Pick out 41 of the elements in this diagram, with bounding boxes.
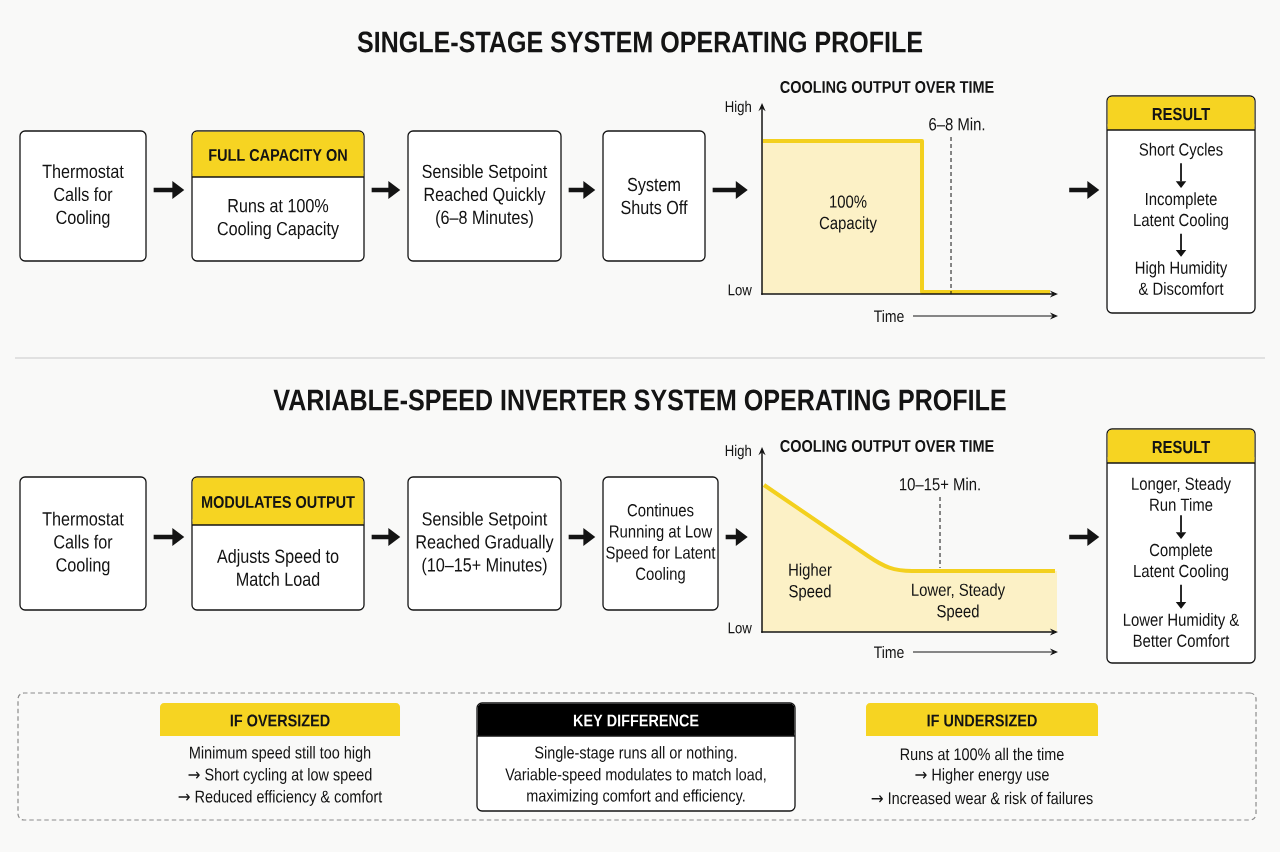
dashed-frame (17, 692, 1257, 821)
result-item: Short Cycles (1139, 142, 1223, 160)
header-band: FULL CAPACITY ON (191, 131, 365, 178)
result-item: Complete Latent Cooling (1134, 543, 1228, 581)
result-item: Incomplete Latent Cooling (1134, 192, 1228, 230)
area-label: Higher Speed (789, 563, 832, 601)
result-item: Lower Humidity & Better Comfort (1123, 613, 1239, 647)
axis-label: High (725, 100, 751, 116)
section-title: SINGLE-STAGE SYSTEM OPERATING PROFILE (357, 31, 923, 53)
header-band: IF UNDERSIZED (866, 703, 1098, 736)
marker-label: 10–15+ Min. (900, 477, 980, 491)
header-band: RESULT (1106, 429, 1256, 464)
area-label: Lower, Steady Speed (912, 583, 1006, 621)
note-text: → Short cycling at low speed (188, 768, 372, 784)
marker-label: 6–8 Min. (929, 117, 985, 131)
process-box: Thermostat Calls for Cooling (19, 476, 147, 611)
note-text: Runs at 100% all the time (900, 747, 1064, 761)
chart-title: COOLING OUTPUT OVER TIME (780, 81, 994, 94)
header-band: MODULATES OUTPUT (191, 477, 365, 526)
process-box: System Shuts Off (602, 130, 706, 262)
result-item: High Humidity & Discomfort (1135, 261, 1228, 295)
section-title: VARIABLE-SPEED INVERTER SYSTEM OPERATING PROFILE (273, 389, 1006, 411)
note-text: → Reduced efficiency & comfort (178, 790, 383, 806)
process-box: Continues Running at Low Speed for Latent Cooling (602, 476, 719, 611)
process-box: Sensible Setpoint Reached Gradually (10–15+ Minutes) (407, 476, 562, 611)
note-text: → Increased wear & risk of failures (871, 791, 1093, 805)
note-text: Minimum speed still too high (190, 746, 371, 762)
axis-label: Low (728, 622, 752, 634)
header-band: IF OVERSIZED (160, 703, 400, 736)
axis-label: Time (874, 309, 904, 323)
process-box: Thermostat Calls for Cooling (19, 130, 147, 262)
chart-title: COOLING OUTPUT OVER TIME (780, 440, 994, 453)
axis-label: Low (728, 284, 752, 296)
header-band: RESULT (1106, 96, 1256, 131)
axis-label: High (725, 444, 751, 460)
note-text: → Higher energy use (915, 768, 1049, 784)
result-item: Longer, Steady Run Time (1132, 477, 1231, 511)
area-label: 100% Capacity (819, 195, 877, 233)
process-box: Sensible Setpoint Reached Quickly (6–8 Minutes) (407, 130, 562, 262)
axis-label: Time (874, 645, 904, 659)
header-band: KEY DIFFERENCE (476, 703, 796, 737)
